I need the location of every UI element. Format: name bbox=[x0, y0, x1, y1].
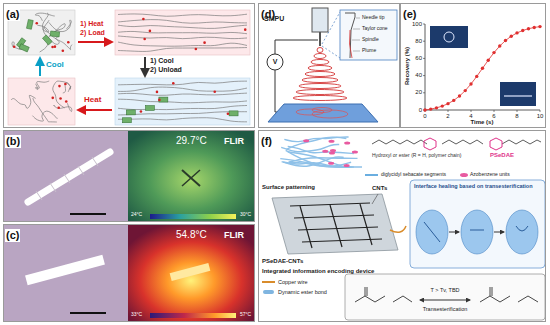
inset-label: Needle tip bbox=[362, 15, 385, 21]
inset-label: Plume bbox=[362, 48, 376, 54]
scale-value: 30°C bbox=[240, 212, 251, 218]
arrow-label: 1) Heat bbox=[80, 20, 103, 28]
scale-value: 24°C bbox=[131, 212, 142, 218]
figure-panel: (c) bbox=[3, 224, 255, 322]
annotation: Transesterification bbox=[423, 306, 468, 312]
axis-tick: 4 bbox=[469, 113, 472, 120]
photo-twisted-strip bbox=[4, 131, 128, 221]
voltage-symbol: V bbox=[273, 58, 278, 66]
axis-tick: 100 bbox=[412, 21, 422, 28]
panel-letter: (e) bbox=[402, 8, 417, 21]
camera-logo: FLIR bbox=[224, 136, 244, 146]
self-healing-device bbox=[262, 137, 545, 320]
material-label: SMPU bbox=[264, 15, 284, 23]
axis-tick: 0 bbox=[423, 113, 426, 120]
annotation: Interface healing based on transesterifi… bbox=[414, 183, 542, 189]
annotation: CNTs bbox=[372, 185, 387, 192]
arrow-label: Cool bbox=[46, 60, 64, 69]
panel-letter: (a) bbox=[5, 8, 20, 21]
inset-label: Spindle bbox=[362, 37, 379, 43]
inset-label: Taylor cone bbox=[362, 26, 388, 32]
annotation: Surface patterning bbox=[262, 184, 315, 191]
axis-title: Recovery (%) bbox=[404, 47, 411, 85]
annotation: T > Tv, TBD bbox=[430, 287, 459, 293]
figure-panel: (a) bbox=[3, 3, 255, 128]
thermal-image bbox=[128, 225, 254, 321]
arrow-label: 2) Unload bbox=[150, 66, 182, 74]
legend-text: Copper wire bbox=[278, 279, 308, 285]
temperature-reading: 54.8°C bbox=[176, 229, 207, 241]
panel-letter: (f) bbox=[260, 135, 273, 148]
axis-tick: 60 bbox=[415, 55, 422, 62]
annotation: PSeDAE-CNTs bbox=[262, 258, 303, 265]
recovery-chart bbox=[423, 24, 542, 112]
scale-value: 57°C bbox=[240, 312, 251, 318]
legend-text: Dynamic ester bond bbox=[278, 289, 327, 295]
axis-tick: 10 bbox=[537, 113, 544, 120]
arrow-label: Heat bbox=[84, 95, 101, 104]
arrow-label: 2) Load bbox=[80, 29, 105, 37]
photo-flat-strip bbox=[4, 225, 128, 321]
panel-letter: (b) bbox=[5, 135, 21, 148]
axis-title: Time (s) bbox=[471, 119, 494, 126]
annotation: PSeDAE bbox=[490, 152, 514, 159]
axis-tick: 20 bbox=[415, 89, 422, 96]
scale-value: 33°C bbox=[131, 312, 142, 318]
annotation: Integrated information encoding device bbox=[262, 268, 374, 275]
figure-panel: (b) bbox=[3, 130, 255, 222]
axis-tick: 80 bbox=[415, 38, 422, 45]
annotation: Hydroxyl or ester (R = H, polymer chain) bbox=[372, 153, 461, 159]
axis-tick: 6 bbox=[492, 113, 495, 120]
legend-text: diglycidyl sebacate segments bbox=[381, 172, 446, 178]
thermal-image bbox=[128, 131, 254, 221]
axis-tick: 8 bbox=[515, 113, 518, 120]
axis-tick: 0 bbox=[419, 107, 422, 114]
arrow-label: 1) Cool bbox=[150, 57, 174, 65]
panel-letter: (c) bbox=[5, 229, 20, 242]
camera-logo: FLIR bbox=[224, 230, 244, 240]
electrospinning-setup bbox=[267, 8, 397, 122]
axis-tick: 40 bbox=[415, 72, 422, 79]
axis-tick: 2 bbox=[446, 113, 449, 120]
polymer-schematic bbox=[8, 10, 250, 125]
temperature-reading: 29.7°C bbox=[176, 135, 207, 147]
legend-text: Azobenzene units bbox=[470, 172, 510, 178]
